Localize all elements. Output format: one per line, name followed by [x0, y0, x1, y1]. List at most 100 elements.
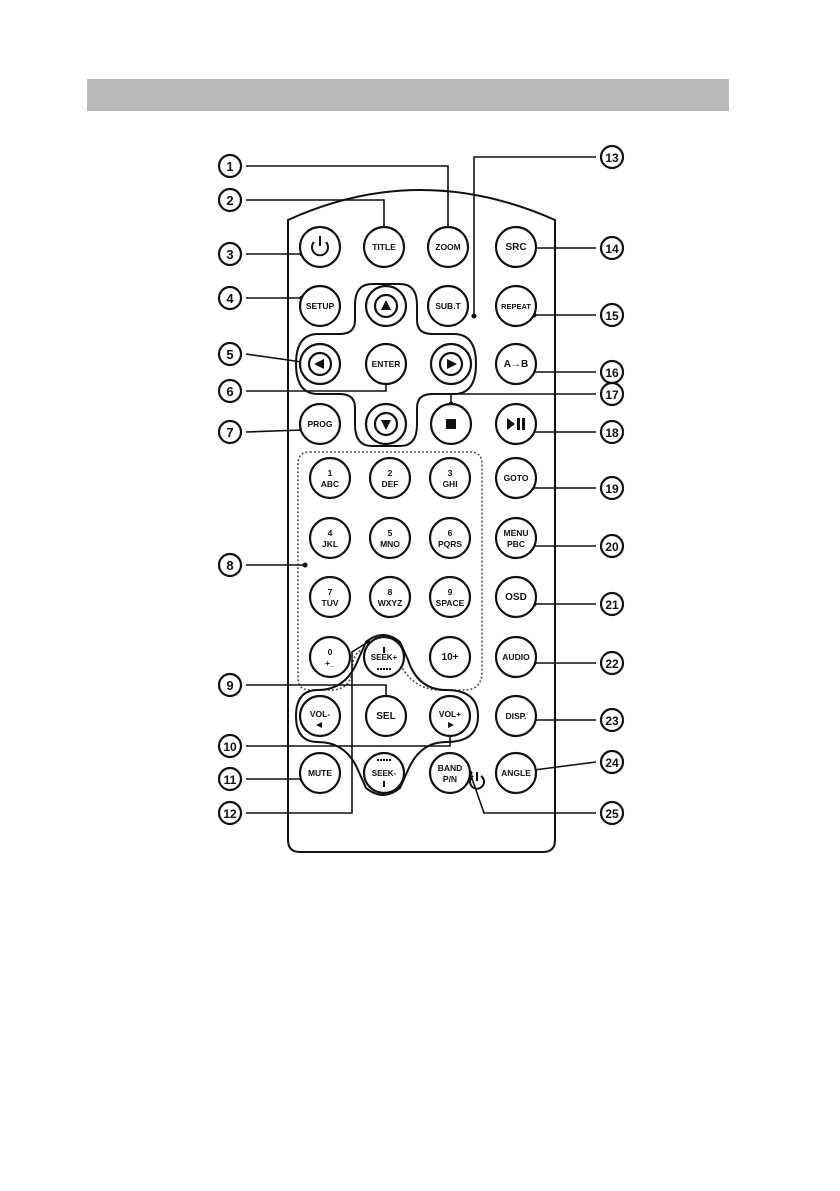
callout-23: 23 — [601, 709, 623, 731]
callout-number: 4 — [226, 291, 234, 306]
sel-button[interactable]: SEL — [366, 696, 406, 736]
volp-button[interactable]: VOL+ — [430, 696, 470, 736]
stop-square-icon — [446, 419, 456, 429]
callout-number: 11 — [224, 773, 237, 787]
setup-button[interactable]: SETUP — [300, 286, 340, 326]
callout-15: 15 — [601, 304, 623, 326]
mute-label: MUTE — [308, 768, 332, 778]
audio-label: AUDIO — [502, 652, 530, 662]
osd-button[interactable]: OSD — [496, 577, 536, 617]
src-label: SRC — [505, 242, 526, 253]
n10-label: 10+ — [442, 652, 459, 663]
subt-button[interactable]: SUB.T — [428, 286, 468, 326]
volp-label: VOL+ — [439, 709, 461, 719]
callout-5: 5 — [219, 343, 241, 365]
volm-label: VOL- — [310, 709, 330, 719]
n9-label-bottom: SPACE — [436, 598, 465, 608]
prog-button[interactable]: PROG — [300, 404, 340, 444]
right-button[interactable] — [431, 344, 471, 384]
zoom-button[interactable]: ZOOM — [428, 227, 468, 267]
stop-button[interactable] — [431, 404, 471, 444]
seekm-button[interactable]: SEEK- — [364, 753, 404, 793]
goto-button[interactable]: GOTO — [496, 458, 536, 498]
n0-label-bottom: +_ — [325, 658, 335, 668]
enter-button[interactable]: ENTER — [366, 344, 406, 384]
setup-label: SETUP — [306, 301, 335, 311]
prog-label: PROG — [307, 419, 332, 429]
callout-number: 13 — [605, 151, 619, 165]
repeat-button[interactable]: REPEAT — [496, 286, 536, 326]
n8-label-top: 8 — [388, 587, 393, 597]
pause-bar-icon — [383, 781, 385, 787]
playpause-button[interactable] — [496, 404, 536, 444]
callout-19: 19 — [601, 477, 623, 499]
n4-label-top: 4 — [328, 528, 333, 538]
callout-22: 22 — [601, 652, 623, 674]
callout-number: 3 — [226, 247, 233, 262]
goto-label: GOTO — [504, 473, 529, 483]
title-button[interactable]: TITLE — [364, 227, 404, 267]
enter-label: ENTER — [372, 359, 401, 369]
n6-label-top: 6 — [448, 528, 453, 538]
angle-button[interactable]: ANGLE — [496, 753, 536, 793]
callout-13: 13 — [601, 146, 623, 168]
callout-1: 1 — [219, 155, 241, 177]
n3-label-top: 3 — [448, 468, 453, 478]
callout-12: 12 — [219, 802, 241, 824]
zoom-label: ZOOM — [435, 242, 461, 252]
band-label-top: BAND — [438, 763, 463, 773]
callout-18: 18 — [601, 421, 623, 443]
callout-number: 2 — [226, 193, 233, 208]
src-button[interactable]: SRC — [496, 227, 536, 267]
n10-button[interactable]: 10+ — [430, 637, 470, 677]
callout-number: 5 — [226, 347, 233, 362]
callout-8: 8 — [219, 554, 241, 576]
title-label: TITLE — [372, 242, 396, 252]
mute-button[interactable]: MUTE — [300, 753, 340, 793]
n6-label-bottom: PQRS — [438, 539, 462, 549]
callout-number: 19 — [605, 482, 619, 496]
n0-button[interactable]: 0+_ — [310, 637, 350, 677]
repeat-label: REPEAT — [501, 302, 531, 311]
up-button[interactable] — [366, 286, 406, 326]
ab-button[interactable]: A→B — [496, 344, 536, 384]
callout-2: 2 — [219, 189, 241, 211]
callout-number: 16 — [605, 366, 619, 380]
n5-label-bottom: MNO — [380, 539, 400, 549]
callout-25: 25 — [601, 802, 623, 824]
callout-number: 7 — [226, 425, 233, 440]
callout-3: 3 — [219, 243, 241, 265]
callout-number: 8 — [226, 558, 233, 573]
volm-button[interactable]: VOL- — [300, 696, 340, 736]
menu-label-top: MENU — [503, 528, 528, 538]
callout-number: 10 — [223, 740, 237, 754]
n1-label-bottom: ABC — [321, 479, 339, 489]
callout-17: 17 — [601, 383, 623, 405]
disp-button[interactable]: DISP. — [496, 696, 536, 736]
callout-21: 21 — [601, 593, 623, 615]
callout-10: 10 — [219, 735, 241, 757]
audio-button[interactable]: AUDIO — [496, 637, 536, 677]
callout-9: 9 — [219, 674, 241, 696]
down-button[interactable] — [366, 404, 406, 444]
callout-number: 20 — [605, 540, 619, 554]
n7-label-bottom: TUV — [322, 598, 339, 608]
seekp-label: SEEK+ — [371, 653, 398, 662]
seekp-button[interactable]: SEEK+ — [364, 637, 404, 677]
callout-number: 23 — [605, 714, 619, 728]
power-button[interactable] — [300, 227, 340, 267]
callout-number: 18 — [605, 426, 619, 440]
left-button[interactable] — [300, 344, 340, 384]
